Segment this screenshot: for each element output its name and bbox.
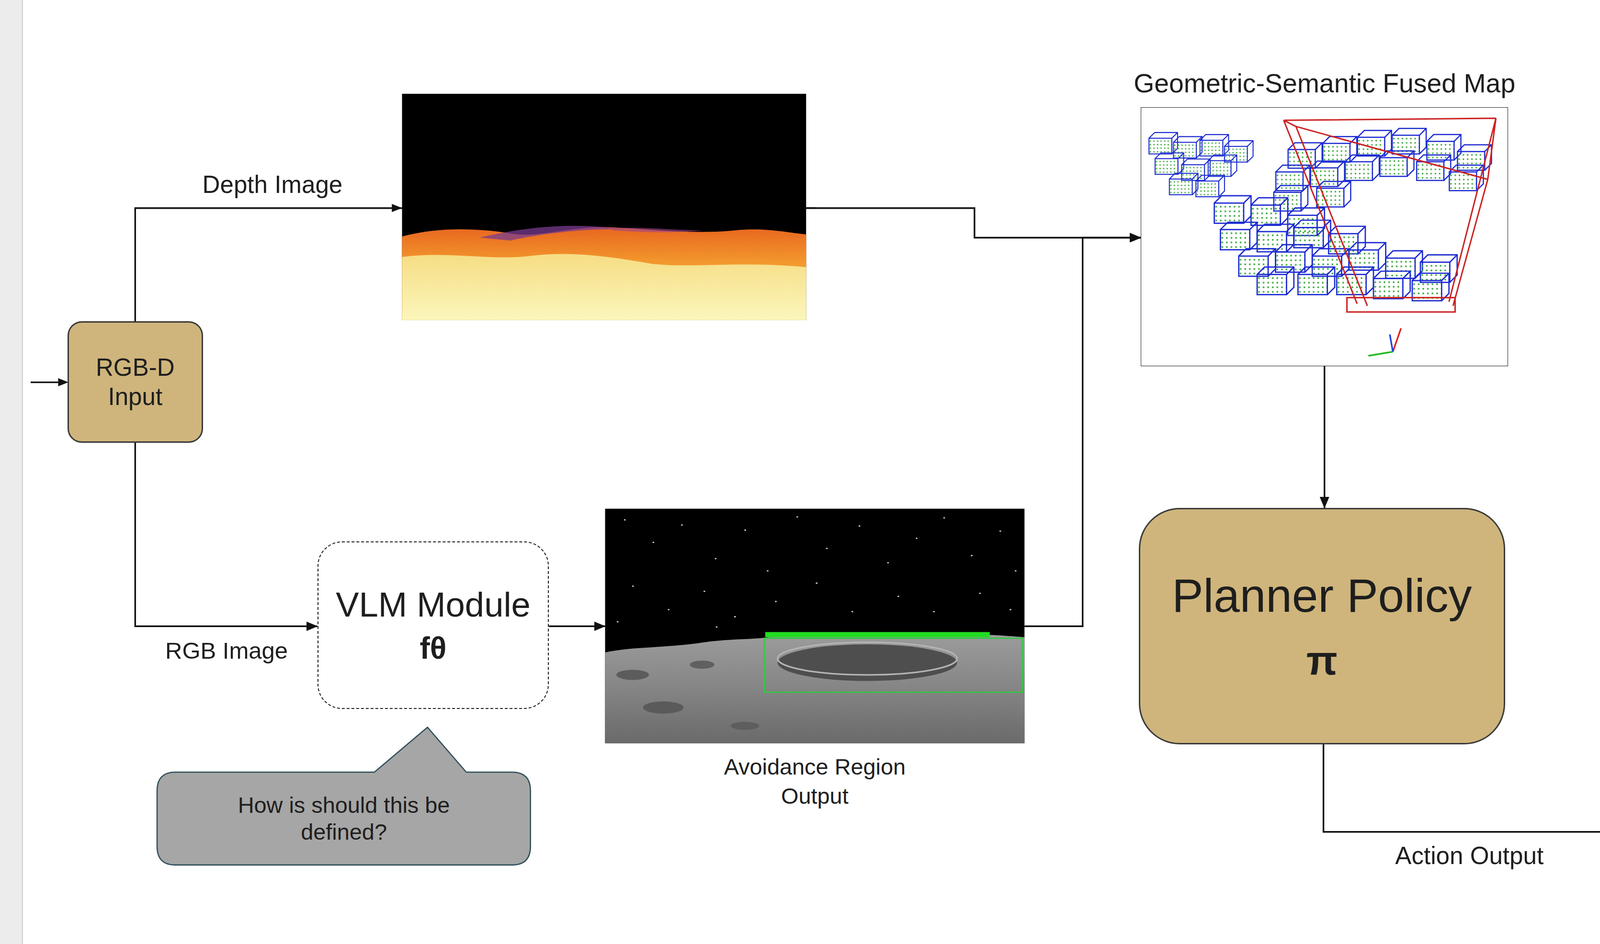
depth-image-ridge — [612, 227, 704, 233]
axis-y — [1368, 351, 1393, 357]
depth-image-sky — [402, 93, 807, 321]
crater-rim — [777, 642, 958, 676]
voxel — [1336, 267, 1374, 295]
flow-arrow — [1323, 366, 1326, 509]
depth-image-ridge — [479, 226, 625, 241]
policy-box: Planner Policy π — [1138, 508, 1506, 745]
voxel — [1195, 175, 1225, 197]
voxel — [1257, 224, 1294, 252]
depth-image-far — [402, 226, 807, 320]
star-field — [617, 517, 1016, 628]
action-line — [1323, 744, 1600, 833]
voxel — [1238, 249, 1276, 277]
voxel — [1288, 142, 1323, 169]
depth-image-near — [402, 254, 807, 321]
panel-heading: Geometric-Semantic Fused Map — [1133, 67, 1516, 100]
box-label: RGB-D Input — [77, 352, 194, 412]
voxel — [1257, 267, 1294, 295]
depth-arrow-head — [391, 204, 402, 213]
voxel — [1214, 195, 1252, 224]
voxel — [1373, 271, 1411, 299]
flow-arrow — [135, 442, 318, 627]
callout-text: How is should this be defined? — [208, 792, 480, 847]
voxel — [1181, 158, 1211, 181]
voxel — [1173, 136, 1203, 159]
module-symbol: fθ — [419, 630, 447, 668]
voxel-cluster — [1148, 128, 1492, 301]
voxel — [1412, 273, 1450, 301]
voxel — [1345, 155, 1380, 181]
bubble-outline — [157, 727, 531, 866]
detection-box — [764, 638, 1023, 693]
voxel — [1224, 140, 1254, 163]
voxel — [1275, 165, 1310, 191]
depth-image-frame — [401, 93, 403, 321]
output-label: Action Output — [1392, 841, 1547, 871]
axis-x — [1392, 328, 1401, 352]
module-name: VLM Module — [335, 584, 531, 626]
small-crater — [689, 660, 715, 670]
voxel — [1420, 254, 1458, 283]
input-line — [30, 381, 62, 384]
policy-name: Planner Policy — [1171, 567, 1472, 625]
voxel — [1310, 160, 1345, 187]
bubble-shape — [157, 772, 531, 866]
small-crater — [616, 669, 649, 681]
callout-bubble: How is should this be defined? — [157, 772, 531, 866]
map-panel: Geometric-Semantic Fused Map — [1140, 107, 1509, 367]
flow-arrow — [548, 625, 605, 628]
side-strip — [0, 0, 23, 944]
image-panel: Avoidance Region Output — [605, 509, 1025, 744]
input-arrow-head — [57, 378, 69, 387]
voxel — [1297, 267, 1335, 295]
camera-frustum-near — [1347, 297, 1456, 313]
voxel — [1316, 181, 1351, 207]
flow-arrow — [1024, 237, 1141, 627]
voxel — [1385, 250, 1423, 279]
panel-caption: Avoidance Region Output — [692, 752, 938, 812]
module-box: VLM Module fθ — [317, 541, 550, 709]
voxel — [1426, 134, 1461, 160]
axis-z — [1389, 334, 1393, 352]
camera-image-sky — [605, 509, 1025, 744]
voxel — [1208, 155, 1237, 177]
voxel — [1220, 222, 1258, 250]
voxel — [1349, 242, 1386, 271]
detection-bar — [765, 632, 990, 638]
lunar-terrain — [605, 633, 1025, 744]
camera-frustum — [1283, 118, 1496, 307]
voxel — [1155, 152, 1184, 175]
voxel — [1312, 249, 1350, 277]
voxel — [1169, 173, 1199, 195]
policy-symbol: π — [1306, 636, 1338, 686]
input-box: RGB-D Input — [67, 321, 204, 443]
voxel — [1322, 136, 1357, 162]
small-crater — [730, 722, 760, 731]
voxel — [1392, 128, 1427, 154]
side-strip-edge — [22, 0, 23, 944]
edge-label: Depth Image — [199, 170, 346, 200]
small-crater — [642, 701, 684, 715]
edge-label: RGB Image — [162, 636, 291, 666]
voxel — [1250, 197, 1288, 226]
depth-out-line — [805, 207, 817, 209]
